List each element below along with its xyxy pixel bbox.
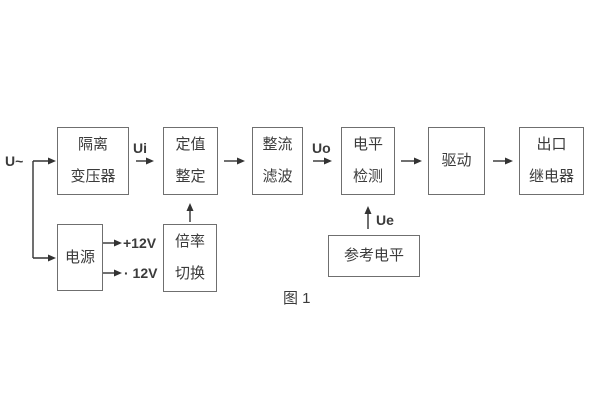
block-drive: 驱动 bbox=[428, 127, 485, 195]
block-label: 变压器 bbox=[70, 168, 116, 185]
block-rectifier-filter: 整流 滤波 bbox=[252, 127, 303, 195]
ui-label: Ui bbox=[133, 140, 147, 156]
block-level-detection: 电平 检测 bbox=[341, 127, 395, 195]
block-power-supply: 电源 bbox=[57, 224, 103, 291]
block-label: 切换 bbox=[174, 265, 205, 282]
block-output-relay: 出口 继电器 bbox=[519, 127, 584, 195]
block-setting: 定值 整定 bbox=[163, 127, 218, 195]
block-reference-level: 参考电平 bbox=[328, 235, 420, 277]
block-label: 整定 bbox=[175, 168, 206, 185]
block-label: 倍率 bbox=[174, 233, 205, 250]
block-label: 继电器 bbox=[528, 168, 574, 185]
block-label: 出口 bbox=[536, 136, 567, 153]
block-label: 电平 bbox=[352, 136, 383, 153]
block-label: 定值 bbox=[175, 136, 206, 153]
block-label: 检测 bbox=[352, 168, 383, 185]
minus-12v-label: · 12V bbox=[124, 265, 158, 281]
input-voltage-label: U~ bbox=[5, 153, 24, 169]
block-label: 滤波 bbox=[262, 168, 293, 185]
plus-12v-label: +12V bbox=[123, 235, 157, 251]
block-label: 电源 bbox=[64, 248, 95, 266]
block-label: 驱动 bbox=[441, 152, 472, 169]
figure-caption: 图 1 bbox=[283, 290, 311, 307]
block-label: 整流 bbox=[262, 136, 293, 153]
block-isolation-transformer: 隔离 变压器 bbox=[57, 127, 129, 195]
ue-label: Ue bbox=[376, 212, 394, 228]
block-label: 隔离 bbox=[77, 136, 108, 153]
block-label: 参考电平 bbox=[343, 247, 404, 264]
block-ratio-switch: 倍率 切换 bbox=[163, 224, 217, 292]
uo-label: Uo bbox=[312, 140, 331, 156]
